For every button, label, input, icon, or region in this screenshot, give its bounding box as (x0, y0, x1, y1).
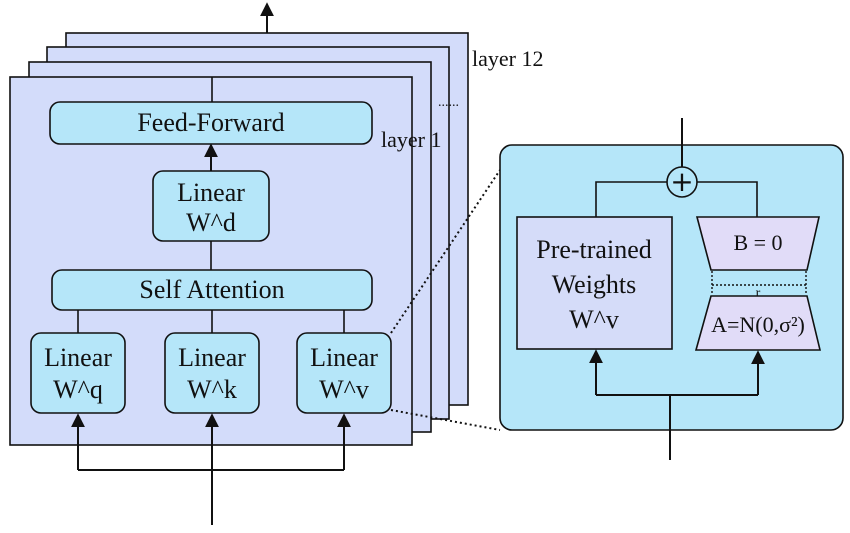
linear-k-block: Linear W^k (164, 332, 260, 414)
lora-a-matrix: A=N(0,σ²) (694, 295, 822, 351)
pretrained-to-sum-line (595, 181, 667, 217)
layer-1-label: layer 1 (381, 127, 441, 152)
linear-q-weight: W^q (53, 375, 103, 404)
lora-b-matrix: B = 0 (695, 216, 821, 271)
pretrained-line-3: W^v (569, 305, 619, 334)
pretrained-weights-block: Pre-trained Weights W^v (516, 216, 673, 350)
pretrained-line-1: Pre-trained (536, 235, 652, 264)
linear-q-block: Linear W^q (30, 332, 126, 414)
linear-q-title: Linear (44, 343, 112, 372)
plus-icon: + (670, 165, 693, 198)
zoom-line-bottom (390, 409, 501, 431)
feed-forward-block: Feed-Forward (49, 101, 373, 145)
linear-v-title: Linear (310, 343, 378, 372)
feed-forward-label: Feed-Forward (137, 108, 284, 137)
linear-d-block: Linear W^d (152, 170, 270, 242)
linear-d-weight: W^d (186, 208, 236, 237)
layer-12-label: layer 12 (472, 46, 543, 71)
lora-a-label: A=N(0,σ²) (711, 312, 805, 337)
sum-node: + (666, 165, 698, 198)
self-attention-block: Self Attention (51, 269, 373, 311)
linear-v-weight: W^v (319, 375, 369, 404)
layer-ellipsis: ...... (438, 95, 459, 110)
linear-d-title: Linear (177, 178, 245, 207)
linear-k-title: Linear (178, 343, 246, 372)
lora-to-sum-line (697, 181, 758, 217)
pretrained-line-2: Weights (552, 270, 637, 299)
rank-label: r (756, 286, 761, 301)
linear-k-weight: W^k (187, 375, 237, 404)
lora-b-label: B = 0 (733, 230, 782, 255)
linear-v-block: Linear W^v (296, 332, 392, 414)
self-attention-label: Self Attention (139, 275, 284, 304)
